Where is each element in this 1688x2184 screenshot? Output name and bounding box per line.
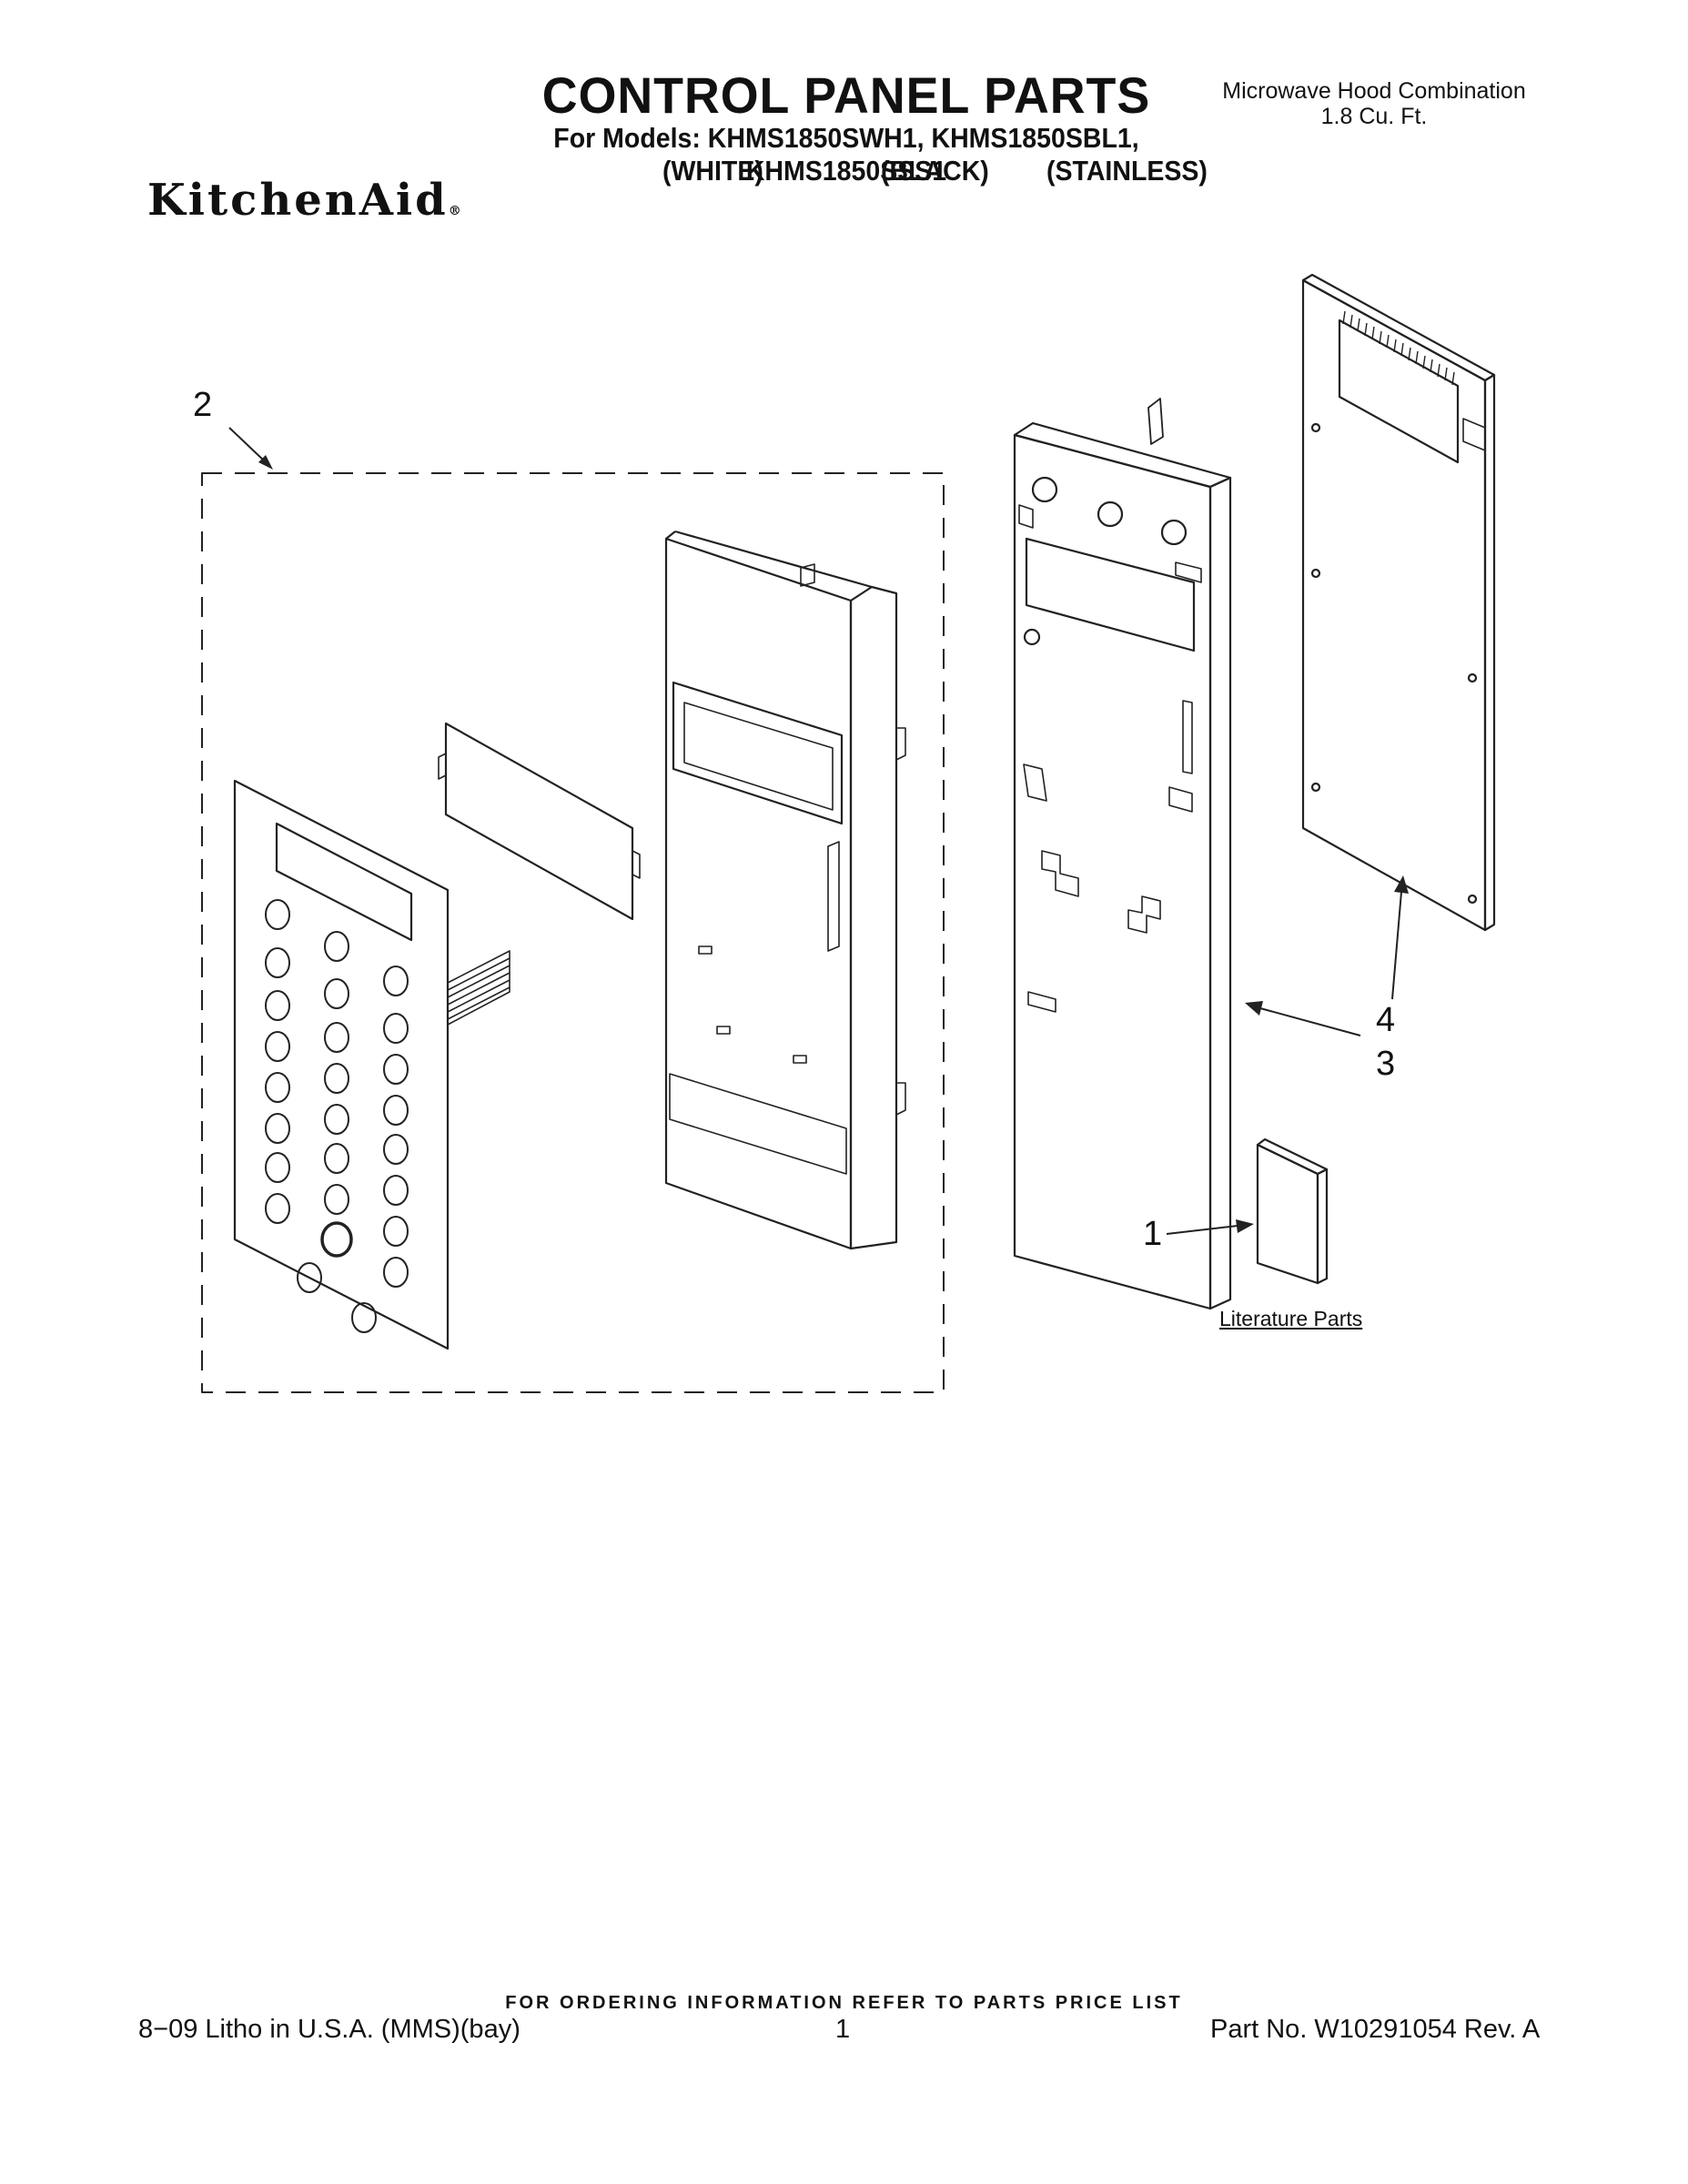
callout-1-arrowhead	[1236, 1219, 1254, 1233]
callout-3: 3	[1376, 1045, 1396, 1083]
callout-2-leader	[228, 427, 267, 463]
literature-parts-label: Literature Parts	[1219, 1307, 1363, 1330]
board-connector-pins	[1342, 310, 1455, 386]
callout-4-leader	[1391, 891, 1402, 1000]
registered-mark: ®	[448, 204, 461, 218]
callout-3-leader	[1259, 1007, 1361, 1036]
page-number: 1	[835, 2015, 851, 2044]
product-type: Microwave Hood Combination	[1222, 78, 1526, 104]
control-panel-frame	[664, 530, 906, 1250]
control-panel-housing	[1013, 398, 1232, 1310]
electronic-control-board	[1301, 273, 1496, 932]
keypad-membrane	[233, 779, 510, 1350]
callout-3-arrowhead	[1245, 1001, 1263, 1016]
part-number: Part No. W10291054 Rev. A	[1210, 2015, 1541, 2044]
page-title: CONTROL PANEL PARTS	[541, 66, 1151, 124]
ribbon-cable	[447, 950, 510, 1026]
litho-info: 8−09 Litho in U.S.A. (MMS)(bay)	[138, 2015, 521, 2044]
ordering-info: FOR ORDERING INFORMATION REFER TO PARTS …	[505, 1993, 1183, 2013]
literature-booklet	[1256, 1138, 1329, 1285]
color-black: (BLACK)	[881, 155, 989, 187]
color-stainless: (STAINLESS)	[1046, 155, 1208, 187]
display-window	[438, 722, 641, 921]
product-capacity: 1.8 Cu. Ft.	[1320, 104, 1428, 129]
callout-4-arrowhead	[1394, 875, 1409, 894]
keypad-buttons	[265, 899, 409, 1333]
callout-1-leader	[1166, 1225, 1238, 1235]
brand-logo: KitchenAid®	[147, 175, 461, 226]
brand-name: KitchenAid	[147, 175, 449, 226]
callout-2-arrowhead	[258, 455, 273, 470]
callout-2: 2	[193, 386, 213, 424]
part-2-group-box	[201, 472, 945, 1393]
callout-1: 1	[1143, 1215, 1163, 1253]
color-white: (WHITE)	[662, 155, 763, 187]
callout-4: 4	[1376, 1001, 1396, 1039]
models-line: For Models: KHMS1850SWH1, KHMS1850SBL1, …	[553, 122, 1139, 187]
